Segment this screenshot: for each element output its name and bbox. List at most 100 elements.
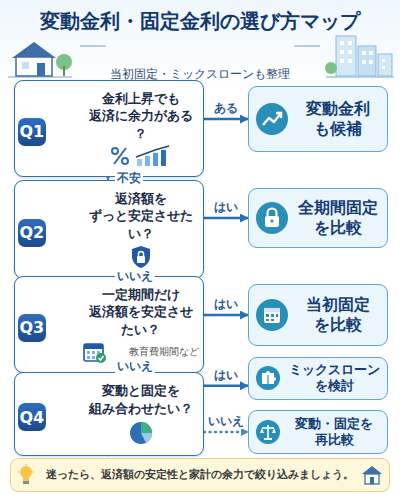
calendar-icon-part (255, 298, 289, 332)
q1-icon-part (109, 145, 173, 167)
home-icon-part (362, 466, 382, 474)
question-body: 変動と固定を 組み合わせたい？ (43, 376, 204, 451)
cal-icon-part (83, 341, 107, 363)
question-note: 教育費期間など (129, 345, 199, 359)
trend-icon-part (255, 102, 289, 136)
icon-row (83, 145, 200, 167)
subtitle-rules (80, 46, 320, 47)
icon (128, 420, 154, 446)
icon (83, 341, 107, 363)
title: 変動金利・固定金利の選び方マップ (0, 8, 400, 35)
q1-icon-part (153, 153, 158, 166)
question-text: 一定期間だけ 返済額を安定させたい？ (83, 286, 200, 337)
scale-icon-part (267, 425, 269, 438)
question-number: Q1 (18, 118, 46, 146)
cal-icon-part (98, 356, 103, 360)
home-icon-part (361, 465, 383, 485)
connector-arrow (204, 431, 248, 433)
connector-arrow (204, 314, 248, 317)
cal-icon-part (92, 351, 95, 354)
pie-icon-part (128, 420, 154, 446)
icon (255, 298, 289, 332)
calendar-icon-part (266, 314, 269, 317)
pie-icon-part (141, 422, 152, 433)
puzzle-icon-part (255, 365, 281, 391)
calendar-icon-part (264, 308, 280, 323)
question-box: Q2返済額を ずっと安定させたい？ (14, 180, 204, 279)
question-text: 変動と固定を 組み合わせたい？ (83, 382, 200, 416)
puzzle-icon-part (262, 371, 276, 384)
q1-icon-part (136, 146, 169, 157)
icon-row: 教育費期間など (83, 341, 200, 363)
shield-icon-part (130, 245, 152, 269)
question-body: 金利上昇でも 返済に余力がある？ (43, 84, 204, 172)
home-icon-part (370, 477, 374, 484)
question-box: Q4変動と固定を 組み合わせたい？ (14, 372, 204, 456)
icon (130, 245, 152, 269)
house-left (8, 42, 72, 78)
scale-icon-part (255, 419, 281, 445)
question-box: Q3 一定期間だけ 返済額を安定させたい？ 教育費期間など (14, 276, 204, 373)
question-box: Q1 金利上昇でも 返済に余力がある？ (14, 80, 204, 177)
bulb-icon-part (33, 472, 35, 473)
q1-icon-part (122, 158, 128, 164)
edge-label: いいえ (206, 414, 246, 429)
connector-arrow (204, 384, 248, 387)
cal-icon-part (87, 351, 90, 354)
result-box: 全期間固定 を比較 (248, 188, 388, 248)
cal-icon-part (87, 356, 90, 359)
result-text: 変動金利 も候補 (295, 99, 381, 139)
scale-icon-part (264, 438, 272, 440)
question-text: 金利上昇でも 返済に余力がある？ (83, 90, 200, 141)
shield-icon-part (137, 256, 145, 263)
question-body: 一定期間だけ 返済額を安定させたい？ 教育費期間など (43, 280, 204, 368)
bulb-icon-part (23, 481, 29, 484)
calendar-icon-part (266, 319, 269, 321)
note-text: 迷ったら、返済額の安定性と家計の余力で絞り込みましょう。 (46, 468, 354, 482)
edge-label: はい (212, 368, 240, 383)
scale-icon-part (262, 427, 274, 429)
icon (361, 465, 383, 485)
question-number: Q3 (18, 314, 46, 342)
icon (255, 102, 289, 136)
q1-icon-part (137, 159, 142, 166)
calendar-icon-part (271, 314, 274, 317)
result-box: 変動・固定を 再比較 (248, 410, 388, 454)
calendar-icon-part (266, 314, 278, 321)
bulb-icon-part (20, 466, 32, 478)
calendar-icon-part (264, 308, 280, 312)
pie-icon-part (141, 433, 152, 443)
calendar-icon-part (256, 299, 288, 331)
icon (109, 145, 173, 167)
buildings-right (325, 36, 394, 78)
bulb-icon-part (17, 464, 35, 486)
lock-icon-part (268, 209, 277, 216)
puzzle-icon-part (256, 366, 280, 390)
result-text: 全期間固定 を比較 (295, 198, 381, 238)
question-body: 返済額を ずっと安定させたい？ (43, 184, 204, 274)
icon (255, 365, 281, 391)
icon (255, 201, 289, 235)
home-icon-part (365, 474, 379, 484)
lock-icon-part (265, 216, 279, 227)
bulb-icon-part (23, 477, 29, 481)
calendar-icon-part (271, 319, 274, 321)
bulb-icon-part (18, 472, 20, 473)
result-text: 当初固定 を比較 (295, 295, 381, 335)
icon (17, 464, 35, 486)
calendar-icon-part (276, 314, 278, 317)
cal-icon-part (96, 353, 106, 363)
edge-label: ある (212, 101, 240, 116)
bulb-icon-part (26, 464, 27, 466)
lock-icon-part (255, 201, 289, 235)
result-box: ミックスローン を検討 (248, 357, 388, 400)
trend-icon-part (263, 113, 281, 125)
result-text: ミックスローン を検討 (287, 362, 381, 395)
q1-icon-part (145, 156, 150, 166)
question-number: Q2 (18, 219, 46, 247)
q1-icon-part (161, 150, 166, 166)
result-box: 変動金利 も候補 (248, 86, 388, 152)
q1-icon-part (112, 148, 118, 154)
connector-arrow (204, 217, 248, 220)
